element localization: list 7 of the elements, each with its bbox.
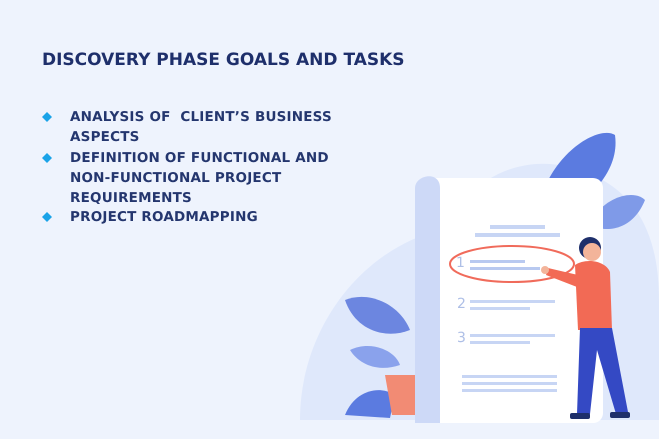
list-item-text: PROJECT ROADMAPPING [70, 208, 259, 227]
heading: DISCOVERY PHASE GOALS AND TASKS [42, 50, 405, 70]
step-number: 3 [457, 330, 466, 346]
list-item-text: DEFINITION OF FUNCTIONAL AND NON-FUNCTIONAL PROJECT REQUIREMENTS [70, 149, 330, 208]
list-item-text: ANALYSIS OF CLIENT’S BUSINESS ASPECTS [70, 108, 333, 147]
step-number: 2 [457, 296, 466, 312]
step-number: 1 [456, 255, 465, 271]
